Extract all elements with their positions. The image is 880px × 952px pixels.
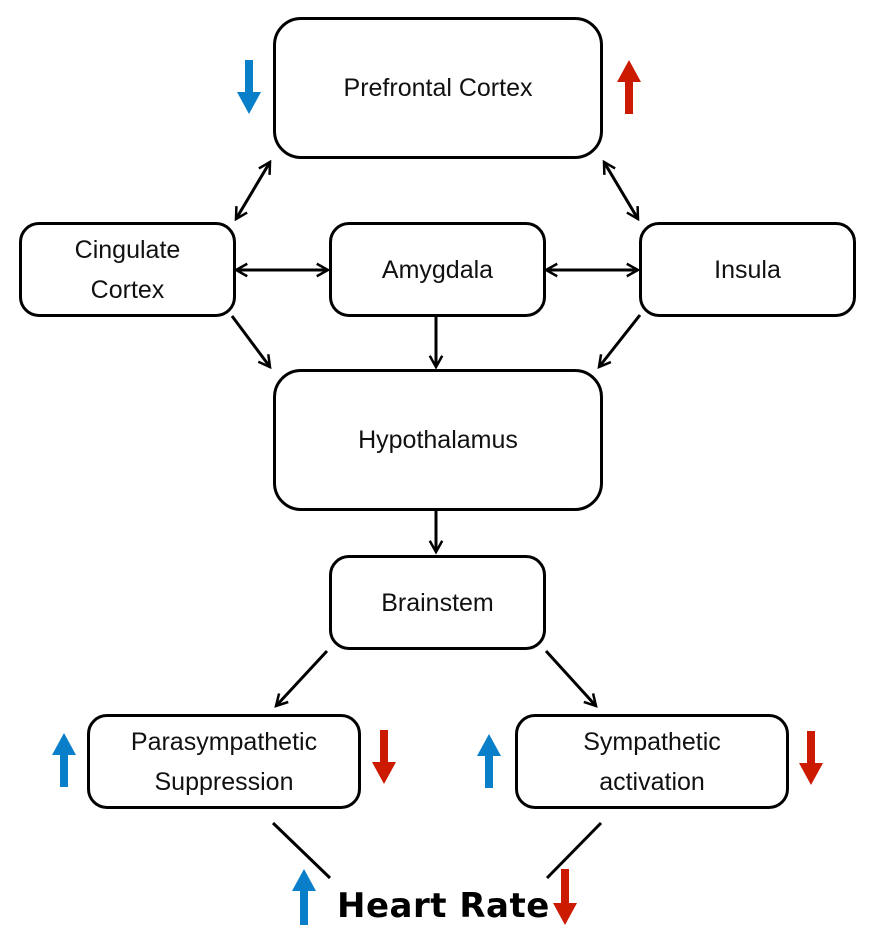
edge-prefrontal-cingulate <box>236 162 270 219</box>
node-label: Prefrontal Cortex <box>343 74 533 102</box>
node-label: Hypothalamus <box>358 426 518 454</box>
edge-prefrontal-insula <box>604 162 638 219</box>
node-cingulate-cortex: Cingulate Cortex <box>19 222 236 317</box>
node-parasympathetic-suppression: Parasympathetic Suppression <box>87 714 361 809</box>
node-label: Insula <box>714 255 781 284</box>
node-insula: Insula <box>639 222 856 317</box>
node-amygdala: Amygdala <box>329 222 546 317</box>
edge-brainstem-parasympathetic <box>276 649 329 706</box>
heart-rate-down-arrow-icon <box>553 869 577 925</box>
sympathetic-down-arrow-icon <box>799 731 823 785</box>
sympathetic-up-arrow-icon <box>477 734 501 788</box>
prefrontal-up-arrow-icon <box>617 60 641 114</box>
node-label: Amygdala <box>381 255 494 284</box>
node-label: Brainstem <box>381 588 494 617</box>
parasympathetic-up-arrow-icon <box>52 733 76 787</box>
prefrontal-down-arrow-icon <box>237 60 261 114</box>
heart-rate-up-arrow-icon <box>292 869 316 925</box>
node-label: Parasympathetic Suppression <box>130 727 318 796</box>
edge-brainstem-sympathetic <box>544 649 596 706</box>
edge-sympathetic-heartrate <box>545 821 603 880</box>
node-prefrontal-cortex: Prefrontal Cortex <box>273 17 603 159</box>
node-hypothalamus: Hypothalamus <box>273 369 603 511</box>
heart-rate-label: Heart Rate <box>337 886 550 926</box>
edge-parasympathetic-heartrate <box>271 821 332 880</box>
edge-insula-hypothalamus <box>599 314 642 367</box>
node-brainstem: Brainstem <box>329 555 546 650</box>
node-label: Sympathetic activation <box>583 727 721 796</box>
parasympathetic-down-arrow-icon <box>372 730 396 784</box>
node-sympathetic-activation: Sympathetic activation <box>515 714 789 809</box>
node-label: Cingulate Cortex <box>74 235 181 304</box>
edge-cingulate-hypothalamus <box>230 315 270 367</box>
